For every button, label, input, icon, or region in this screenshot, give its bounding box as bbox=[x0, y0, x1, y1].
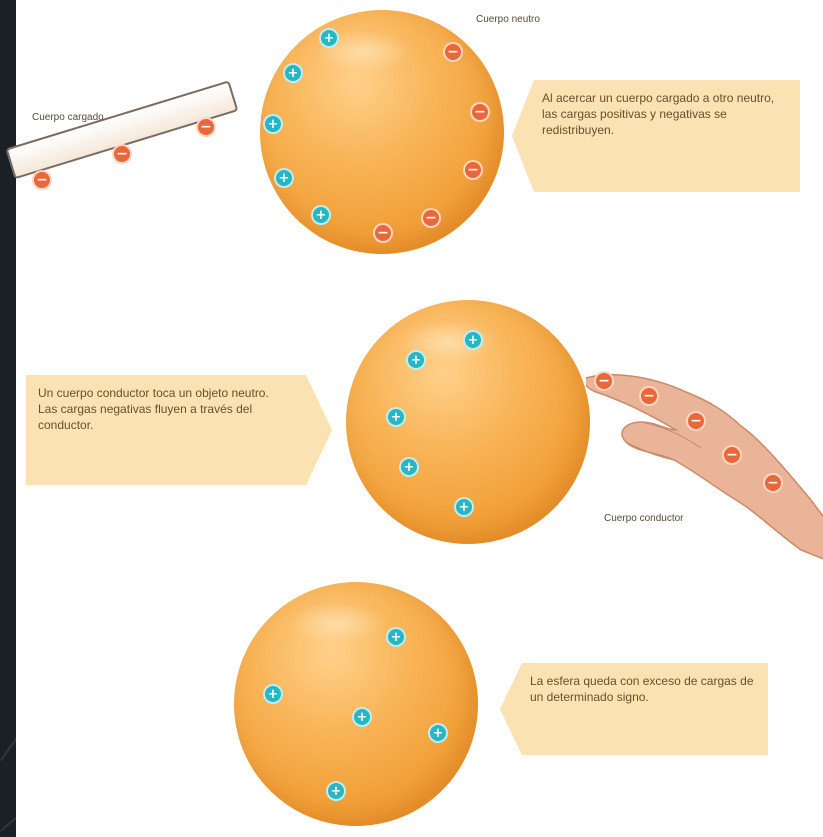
positive-charge: + bbox=[276, 170, 292, 186]
callout-step2-text: Un cuerpo conductor toca un objeto neutr… bbox=[38, 385, 288, 433]
neutral-sphere bbox=[260, 10, 504, 254]
positive-charge: + bbox=[388, 629, 404, 645]
callout-step2: Un cuerpo conductor toca un objeto neutr… bbox=[26, 375, 332, 485]
charged-body-label: Cuerpo cargado bbox=[32, 112, 104, 123]
charged-sphere bbox=[234, 582, 478, 826]
callout-step3-text: La esfera queda con exceso de cargas de … bbox=[530, 673, 756, 705]
positive-charge: + bbox=[388, 409, 404, 425]
positive-charge: + bbox=[430, 725, 446, 741]
neutral-body-label: Cuerpo neutro bbox=[476, 14, 540, 25]
positive-charge: + bbox=[328, 783, 344, 799]
negative-charge: − bbox=[596, 373, 612, 389]
callout-step1: Al acercar un cuerpo cargado a otro neut… bbox=[512, 80, 800, 192]
callout-step1-text: Al acercar un cuerpo cargado a otro neut… bbox=[542, 90, 788, 138]
positive-charge: + bbox=[265, 686, 281, 702]
negative-charge: − bbox=[465, 162, 481, 178]
negative-charge: − bbox=[641, 388, 657, 404]
positive-charge: + bbox=[321, 30, 337, 46]
negative-charge: − bbox=[445, 44, 461, 60]
positive-charge: + bbox=[456, 499, 472, 515]
positive-charge: + bbox=[408, 352, 424, 368]
figure-panel: − − − Cuerpo cargado Cuerpo neutro + + +… bbox=[16, 0, 823, 837]
negative-charge: − bbox=[34, 172, 50, 188]
negative-charge: − bbox=[375, 225, 391, 241]
negative-charge: − bbox=[114, 146, 130, 162]
positive-charge: + bbox=[401, 459, 417, 475]
positive-charge: + bbox=[313, 207, 329, 223]
negative-charge: − bbox=[688, 413, 704, 429]
hand-illustration bbox=[586, 360, 823, 560]
positive-charge: + bbox=[285, 65, 301, 81]
positive-charge: + bbox=[354, 709, 370, 725]
negative-charge: − bbox=[765, 475, 781, 491]
negative-charge: − bbox=[472, 104, 488, 120]
negative-charge: − bbox=[423, 210, 439, 226]
callout-step3: La esfera queda con exceso de cargas de … bbox=[500, 663, 768, 755]
positive-charge: + bbox=[465, 332, 481, 348]
positive-charge: + bbox=[265, 116, 281, 132]
negative-charge: − bbox=[198, 119, 214, 135]
conductor-body-label: Cuerpo conductor bbox=[604, 513, 684, 524]
negative-charge: − bbox=[724, 447, 740, 463]
